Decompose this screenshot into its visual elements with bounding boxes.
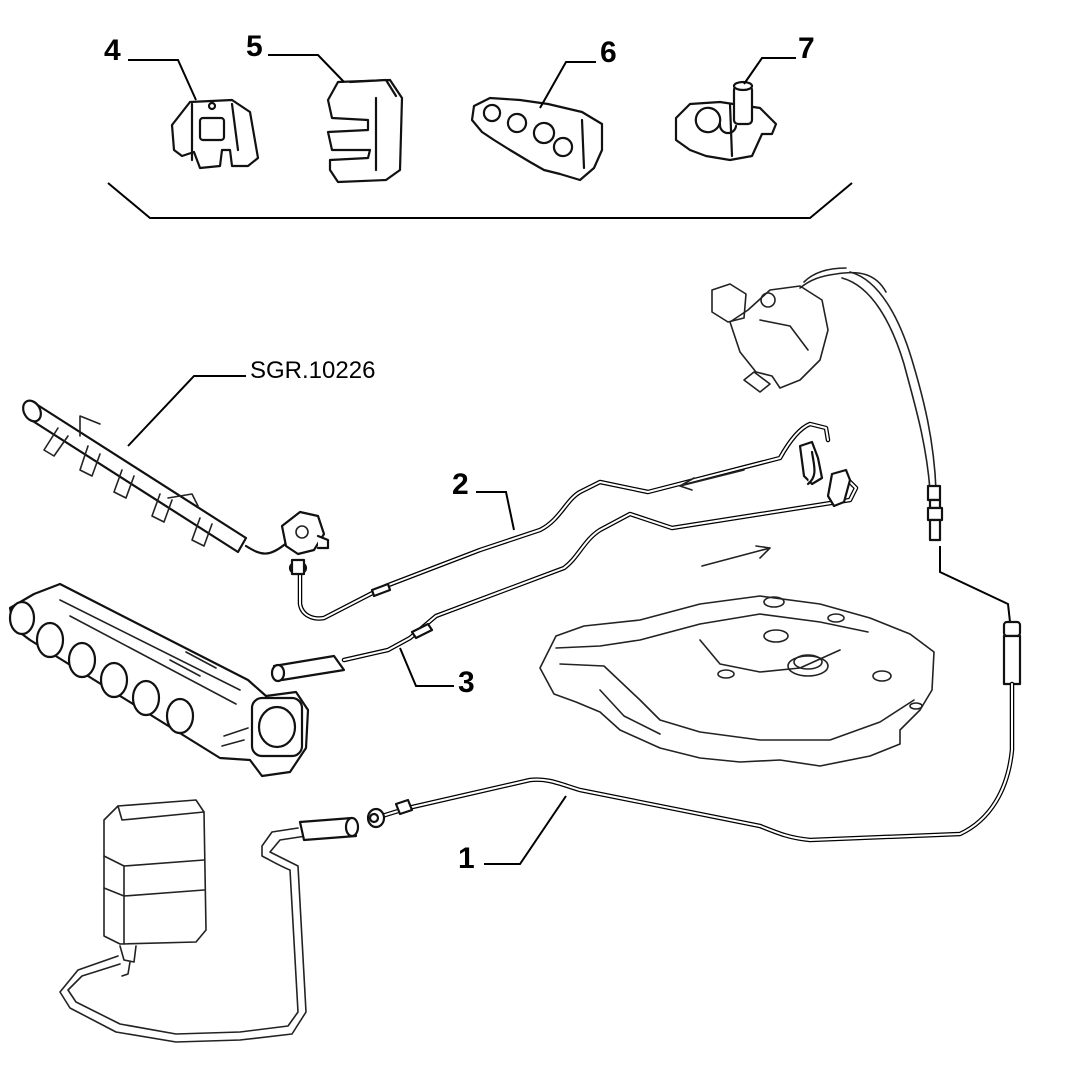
callout-5: 5: [246, 30, 263, 63]
fuel-pipe-2: [288, 421, 831, 621]
leader-line-4: [128, 59, 197, 101]
fuel-filter: [711, 267, 887, 393]
carbon-canister: [103, 799, 207, 977]
leader-line-2: [476, 491, 515, 531]
leader-line-5: [268, 54, 345, 83]
clip-part-7: [674, 80, 778, 162]
callout-3: 3: [458, 666, 475, 699]
fuel-tank: [539, 595, 935, 767]
callout-1: 1: [458, 842, 475, 875]
clip-part-6: [470, 96, 604, 182]
clip-part-5: [326, 78, 404, 184]
flow-arrow-supply: [701, 545, 771, 567]
callout-4: 4: [104, 34, 121, 67]
leader-line-6: [539, 61, 596, 109]
intake-manifold: [8, 582, 310, 778]
leader-line-1: [484, 795, 567, 865]
group-bracket: [107, 182, 853, 219]
clip-part-4: [170, 98, 260, 170]
callout-7: 7: [798, 32, 815, 65]
leader-line-sgr: [127, 375, 246, 447]
fuel-rail: [22, 399, 330, 556]
leader-line-3: [399, 647, 454, 687]
tank-vent-hose: [841, 271, 1022, 686]
callout-2: 2: [452, 468, 469, 501]
fuel-pipe-3: [270, 468, 859, 683]
flow-arrow-return: [679, 469, 745, 491]
reference-label: SGR.10226: [250, 357, 375, 384]
callout-6: 6: [600, 36, 617, 69]
fuel-pipe-1: [366, 681, 1015, 843]
leader-line-7: [743, 57, 796, 85]
canister-hose: [59, 816, 360, 1043]
